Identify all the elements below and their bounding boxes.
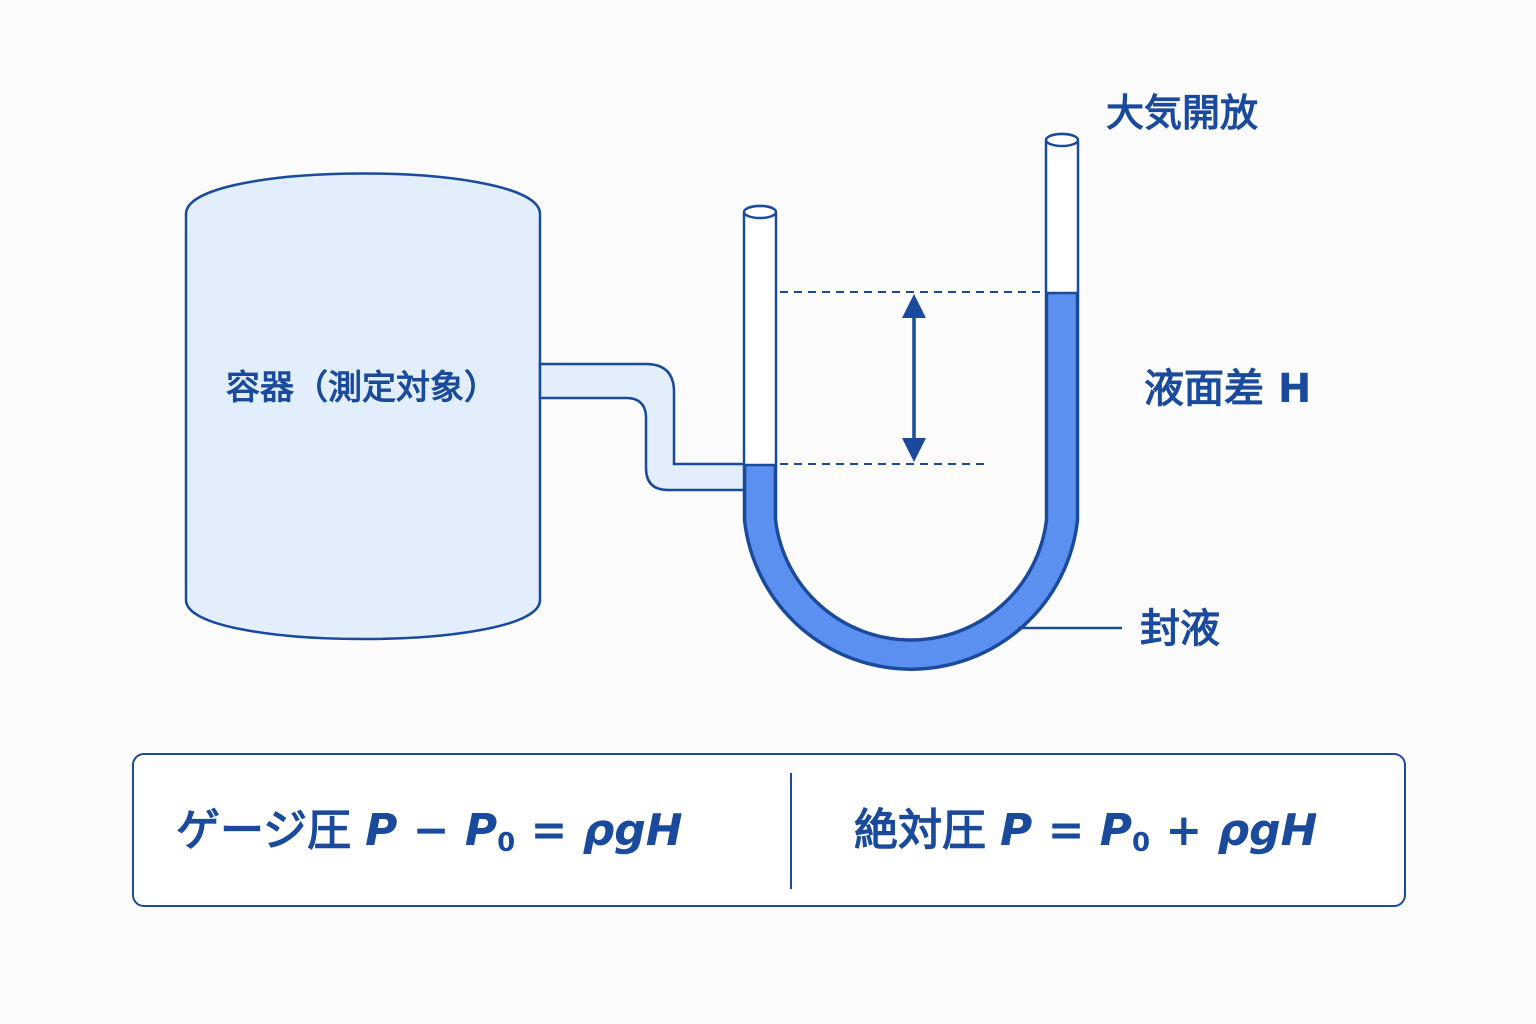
left-tube-cap bbox=[742, 204, 778, 220]
gauge-expr-subscript: 0 bbox=[497, 828, 516, 858]
absolute-expr-p0: P bbox=[1099, 805, 1133, 856]
open-to-atmosphere-label: 大気開放 bbox=[1106, 91, 1258, 135]
absolute-pressure-label: 絶対圧 bbox=[854, 805, 986, 856]
absolute-expr-subscript: 0 bbox=[1132, 828, 1151, 858]
sealing-liquid-fill bbox=[743, 291, 1079, 671]
absolute-expr-p: P = bbox=[1000, 805, 1100, 856]
right-tube-cap bbox=[1044, 132, 1080, 148]
gauge-expr-minus: − bbox=[397, 805, 465, 856]
absolute-pressure-formula: 絶対圧 P = P0 + ρgH bbox=[854, 799, 1317, 863]
level-difference-arrow-down bbox=[902, 438, 926, 462]
gauge-pressure-label: ゲージ圧 bbox=[176, 805, 352, 856]
absolute-expr-rest: + ρgH bbox=[1150, 805, 1318, 856]
gauge-pressure-expression: P − P0 = ρgH bbox=[365, 805, 683, 858]
vessel-label: 容器（測定対象） bbox=[226, 368, 498, 408]
sealing-liquid-label: 封液 bbox=[1140, 606, 1220, 652]
formula-divider bbox=[790, 773, 792, 889]
absolute-pressure-expression: P = P0 + ρgH bbox=[1000, 805, 1318, 858]
level-difference-label: 液面差 H bbox=[1144, 366, 1311, 412]
connecting-pipe bbox=[538, 362, 748, 492]
gauge-expr-p: P bbox=[365, 805, 398, 856]
gauge-expr-p0: P bbox=[464, 805, 498, 856]
level-difference-arrow-up bbox=[902, 294, 926, 318]
vessel-body bbox=[184, 172, 542, 641]
gauge-expr-rest: = ρgH bbox=[515, 805, 683, 856]
